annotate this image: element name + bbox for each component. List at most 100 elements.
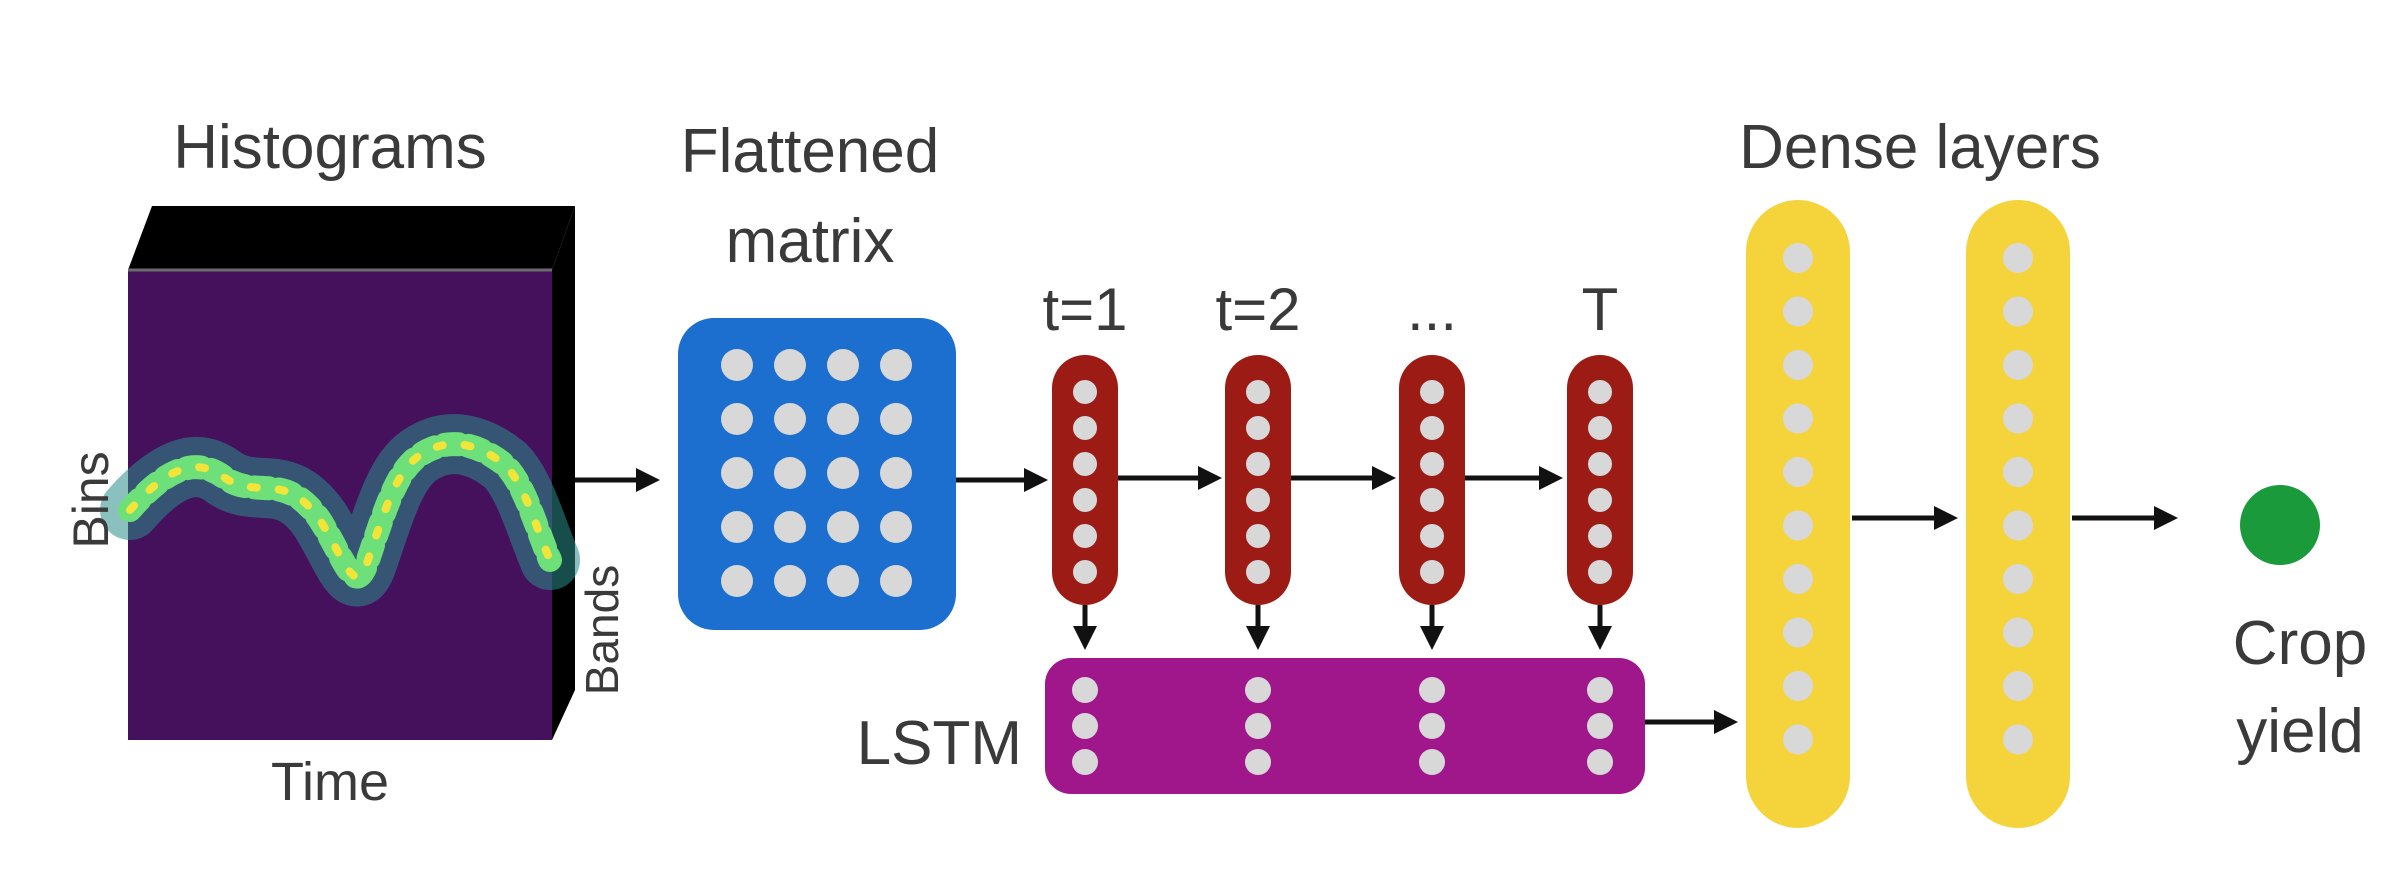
lstm-unit bbox=[1399, 355, 1465, 605]
timestep-label-T: T bbox=[1582, 276, 1619, 343]
timestep-label-t2: t=2 bbox=[1215, 276, 1300, 343]
lstm-unit-node bbox=[1420, 452, 1444, 476]
lstm-unit-node bbox=[1588, 488, 1612, 512]
dense-layer-node bbox=[2003, 510, 2033, 541]
lstm-unit bbox=[1567, 355, 1633, 605]
flattened-matrix-grid bbox=[721, 349, 912, 597]
lstm-unit-node bbox=[1246, 380, 1270, 404]
lstm-unit-node bbox=[1246, 560, 1270, 584]
bands-label: Bands bbox=[576, 565, 628, 695]
lstm-bar-node bbox=[1245, 749, 1271, 775]
lstm-unit-body bbox=[1399, 355, 1465, 605]
matrix-node bbox=[721, 511, 753, 543]
lstm-unit-node bbox=[1588, 380, 1612, 404]
arrows bbox=[575, 466, 2178, 734]
dense-layer-node bbox=[1783, 403, 1813, 434]
lstm-units bbox=[1052, 355, 1633, 605]
lstm-unit-node bbox=[1246, 488, 1270, 512]
flow-arrow bbox=[1588, 605, 1612, 650]
flow-arrow bbox=[1645, 710, 1738, 734]
matrix-node bbox=[827, 565, 859, 597]
matrix-node bbox=[880, 565, 912, 597]
matrix-node bbox=[827, 403, 859, 435]
dense-layers bbox=[1746, 200, 2070, 828]
dense-layer-node bbox=[1783, 617, 1813, 648]
histogram-block-side bbox=[552, 206, 575, 740]
dense-layer-node bbox=[2003, 243, 2033, 273]
matrix-node bbox=[721, 565, 753, 597]
lstm-unit-body bbox=[1052, 355, 1118, 605]
matrix-node bbox=[774, 403, 806, 435]
flattened-label-line2: matrix bbox=[726, 207, 895, 276]
lstm-bar-node bbox=[1587, 749, 1613, 775]
dense-layer-node bbox=[1783, 671, 1813, 701]
crop-yield-output-node bbox=[2240, 485, 2320, 565]
dense-layer-node bbox=[1783, 724, 1813, 755]
matrix-node bbox=[774, 565, 806, 597]
flow-arrow bbox=[1291, 466, 1396, 490]
lstm-unit-node bbox=[1246, 524, 1270, 548]
lstm-unit-node bbox=[1420, 416, 1444, 440]
lstm-unit-node bbox=[1073, 560, 1097, 584]
dense-layer-node bbox=[2003, 617, 2033, 648]
lstm-bar-node bbox=[1419, 677, 1445, 703]
lstm-bar-node bbox=[1245, 677, 1271, 703]
lstm-unit-node bbox=[1420, 524, 1444, 548]
dense-layer-node bbox=[1783, 564, 1813, 594]
lstm-bar-node bbox=[1245, 713, 1271, 739]
matrix-node bbox=[880, 457, 912, 489]
lstm-unit bbox=[1225, 355, 1291, 605]
dense-layer bbox=[1966, 200, 2070, 828]
lstm-bar-node bbox=[1587, 677, 1613, 703]
matrix-node bbox=[880, 511, 912, 543]
dense-layer-node bbox=[2003, 350, 2033, 380]
lstm-unit-node bbox=[1420, 488, 1444, 512]
crop-label-line2: yield bbox=[2236, 697, 2364, 766]
lstm-bar-nodes bbox=[1072, 677, 1613, 775]
flattened-label-line1: Flattened bbox=[681, 117, 940, 186]
dense-layer-node bbox=[1783, 296, 1813, 327]
matrix-node bbox=[721, 403, 753, 435]
flattened-matrix bbox=[678, 318, 956, 630]
lstm-bar-node bbox=[1072, 677, 1098, 703]
lstm-unit-node bbox=[1588, 452, 1612, 476]
dense-layer-node bbox=[2003, 457, 2033, 487]
dense-layer bbox=[1746, 200, 1850, 828]
lstm-bar-node bbox=[1419, 713, 1445, 739]
dense-layer-node bbox=[2003, 724, 2033, 755]
dense-layer-node bbox=[1783, 350, 1813, 380]
dense-layer-node bbox=[1783, 243, 1813, 273]
lstm-unit-node bbox=[1420, 560, 1444, 584]
flow-arrow bbox=[2072, 506, 2178, 530]
matrix-node bbox=[880, 349, 912, 381]
flow-arrow bbox=[1118, 466, 1222, 490]
flow-arrow bbox=[575, 468, 660, 492]
crop-label-line1: Crop bbox=[2233, 609, 2367, 678]
dense-layer-node bbox=[2003, 403, 2033, 434]
matrix-node bbox=[827, 349, 859, 381]
lstm-unit-node bbox=[1073, 524, 1097, 548]
lstm-bar-node bbox=[1072, 713, 1098, 739]
lstm-unit-node bbox=[1073, 380, 1097, 404]
flow-arrow bbox=[1073, 605, 1097, 650]
lstm-label: LSTM bbox=[857, 709, 1022, 778]
lstm-unit-node bbox=[1073, 452, 1097, 476]
flow-arrow bbox=[1465, 466, 1563, 490]
lstm-unit-node bbox=[1246, 416, 1270, 440]
flattened-matrix-box bbox=[678, 318, 956, 630]
lstm-unit-node bbox=[1246, 452, 1270, 476]
histograms-label: Histograms bbox=[173, 113, 487, 182]
dense-layers-label: Dense layers bbox=[1739, 113, 2101, 182]
dense-layer-node bbox=[1783, 457, 1813, 487]
dense-layer-node bbox=[1783, 510, 1813, 541]
lstm-bar-node bbox=[1419, 749, 1445, 775]
timestep-label-ellipsis: ... bbox=[1407, 276, 1457, 343]
lstm-unit bbox=[1052, 355, 1118, 605]
lstm-unit-node bbox=[1073, 488, 1097, 512]
histogram-heat-trace bbox=[100, 414, 580, 607]
flow-arrow bbox=[1852, 506, 1958, 530]
lstm-unit-body bbox=[1567, 355, 1633, 605]
lstm-unit-node bbox=[1420, 380, 1444, 404]
bins-label: Bins bbox=[63, 451, 119, 548]
